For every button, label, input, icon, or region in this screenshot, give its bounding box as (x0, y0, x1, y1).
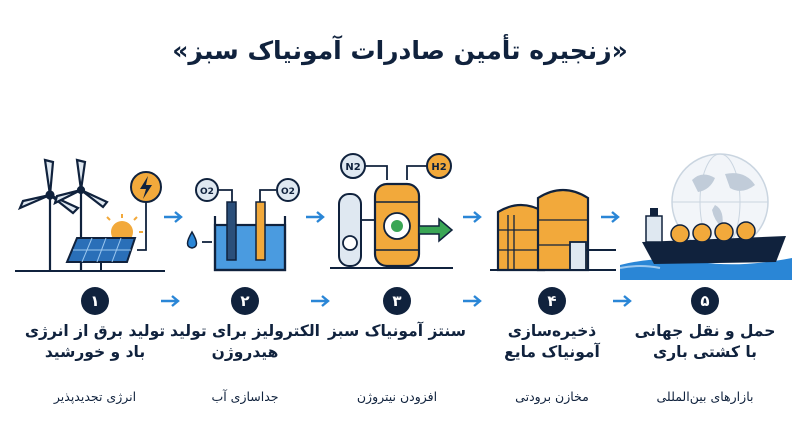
step-subtitle: انرژی تجدیدپذیر (53, 389, 137, 404)
reactor-vessel (373, 182, 421, 268)
arrow-right-icon (463, 211, 482, 223)
output-arrow-icon (418, 217, 454, 243)
step-2: ۲ الکترولیز برای تولید هیدروژن جداسازی آ… (170, 287, 320, 404)
step-title: ذخیره‌سازی آمونیاک مایع (504, 322, 600, 361)
arrow-right-icon (601, 211, 620, 223)
shipping-illustration (620, 153, 792, 280)
electrolysis-tank (213, 201, 287, 272)
step-subtitle: مخازن برودتی (515, 389, 589, 404)
step-subtitle: جداسازی آب (211, 389, 279, 404)
water-drop-icon (186, 230, 198, 249)
step-title: تولید برق از انرژی باد و خورشید (24, 322, 166, 361)
storage-illustration (490, 188, 616, 272)
n2-label: N2 (345, 162, 360, 173)
synthesis-illustration: N2 H2 (330, 153, 454, 269)
step-subtitle: افزودن نیتروژن (356, 389, 438, 404)
o2-in-label: O2 (200, 187, 214, 197)
nitrogen-column (338, 193, 375, 267)
arrow-right-icon (161, 295, 180, 307)
h2-bubble: H2 (426, 153, 452, 179)
o2-out-label: O2 (281, 187, 295, 197)
pipe-tower (569, 241, 616, 271)
step-number: ۱ (81, 287, 109, 315)
n2-bubble: N2 (340, 153, 366, 179)
lightning-icon (130, 171, 162, 251)
step-4: ۴ ذخیره‌سازی آمونیاک مایع مخازن برودتی (477, 287, 627, 404)
h2-label: H2 (431, 162, 446, 173)
solar-panel-icon (65, 237, 137, 271)
step-5: ۵ حمل و نقل جهانی با کشتی باری بازارهای … (630, 287, 780, 404)
arrow-right-icon (164, 211, 183, 223)
cargo-ship-icon (642, 208, 786, 264)
step-title: سنتز آمونیاک سبز (327, 322, 466, 340)
step-number: ۴ (538, 287, 566, 315)
arrow-right-icon (306, 211, 325, 223)
arrow-right-icon (463, 295, 482, 307)
electrolysis-illustration: O2 O2 (186, 178, 300, 272)
wind-solar-illustration (15, 158, 165, 272)
o2-bubble-out: O2 (276, 178, 300, 202)
step-number: ۲ (231, 287, 259, 315)
step-title: الکترولیز برای تولید هیدروژن (170, 322, 320, 361)
page-title: «زنجیره تأمین صادرات آمونیاک سبز» (172, 36, 628, 65)
step-number: ۵ (691, 287, 719, 315)
o2-bubble-in: O2 (195, 178, 219, 202)
step-title: حمل و نقل جهانی با کشتی باری (634, 322, 776, 361)
wind-turbine-icon (17, 158, 109, 270)
step-subtitle: بازارهای بین‌المللی (656, 389, 754, 404)
step-number: ۳ (383, 287, 411, 315)
arrow-right-icon (311, 295, 330, 307)
arrow-right-icon (613, 295, 632, 307)
step-3: ۳ سنتز آمونیاک سبز افزودن نیتروژن (322, 287, 472, 404)
step-1: ۱ تولید برق از انرژی باد و خورشید انرژی … (20, 287, 170, 404)
